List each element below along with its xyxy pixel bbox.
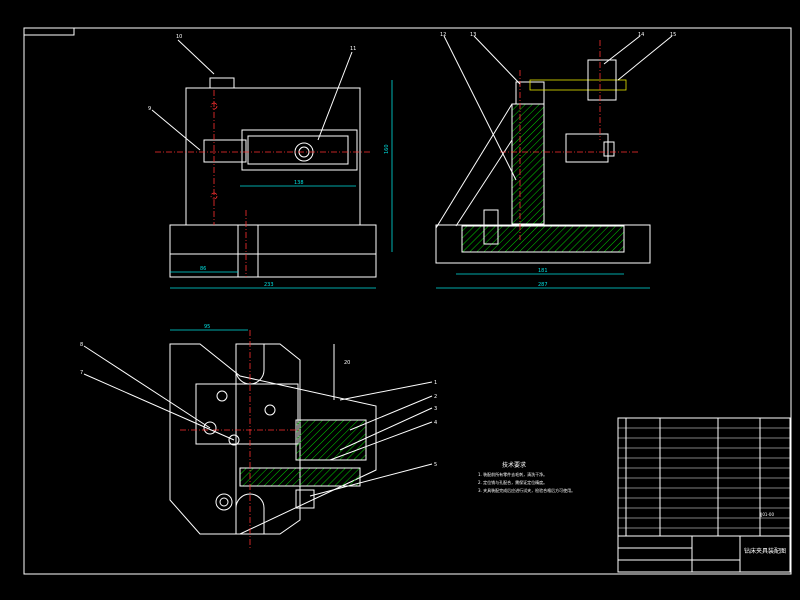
drawing-code: JJ01-00 <box>759 512 774 517</box>
dim-side-inner: 181 <box>538 268 548 274</box>
notes-line-3: 3. 夹具装配完成后应进行试夹，检验合格后方可使用。 <box>478 487 575 493</box>
balloon-front-top: 10 <box>176 34 182 40</box>
balloon-side-d: 15 <box>670 32 676 38</box>
balloon-front-left: 9 <box>148 106 151 112</box>
balloon-top-4: 4 <box>434 420 437 426</box>
side-view: 181 287 12 13 14 15 <box>435 32 676 289</box>
dim-front-base-left: 86 <box>200 266 206 272</box>
dim-side-width: 287 <box>538 282 548 288</box>
balloon-top-3: 3 <box>434 406 437 412</box>
notes-line-2: 2. 定位销与孔配合，需保证定位精度。 <box>478 479 547 485</box>
top-view: 95 20 8 7 1 2 3 4 5 <box>80 324 437 550</box>
dim-front-height: 160 <box>384 144 390 154</box>
dim-front-width: 233 <box>264 282 274 288</box>
balloon-top-a: 8 <box>80 342 83 348</box>
balloon-top-5: 5 <box>434 462 437 468</box>
dim-top-small: 20 <box>344 360 350 366</box>
front-view: 86 233 138 160 10 11 9 <box>148 34 393 289</box>
outer-border <box>23 27 792 575</box>
balloon-top-1: 1 <box>434 380 437 386</box>
balloon-front-right: 11 <box>350 46 356 52</box>
balloon-side-a: 12 <box>440 32 446 38</box>
parts-list <box>617 417 791 537</box>
title-block: 钻床夹具装配图 JJ01-00 <box>617 512 791 573</box>
technical-notes: 技术要求 1. 装配前所有零件去毛刺，清洗干净。 2. 定位销与孔配合，需保证定… <box>478 461 575 493</box>
balloon-side-b: 13 <box>470 32 476 38</box>
notes-title: 技术要求 <box>502 461 526 469</box>
corner-code-box <box>23 27 75 36</box>
balloon-side-c: 14 <box>638 32 644 38</box>
parts-list-rows <box>618 427 790 529</box>
balloon-top-2: 2 <box>434 394 437 400</box>
dim-top-offset: 95 <box>204 324 210 330</box>
drawing-title: 钻床夹具装配图 <box>744 547 786 555</box>
dim-front-slot: 138 <box>294 180 304 186</box>
notes-line-1: 1. 装配前所有零件去毛刺，清洗干净。 <box>478 471 547 477</box>
balloon-top-b: 7 <box>80 370 83 376</box>
